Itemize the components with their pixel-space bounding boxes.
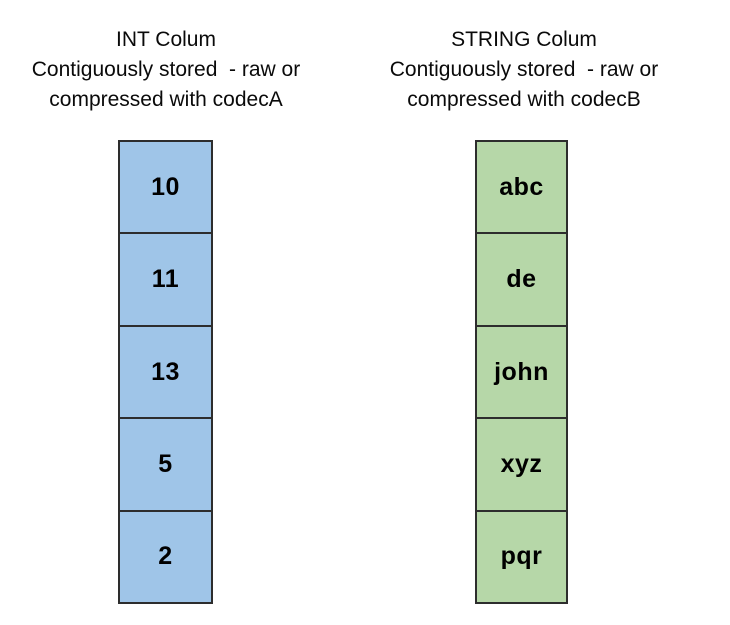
string-column-cell: pqr (475, 509, 568, 605)
string-column-cell: de (475, 232, 568, 327)
int-column-title-line2: Contiguously stored - raw or (31, 58, 301, 81)
string-column-title: STRING Colum Contiguously stored - raw o… (372, 25, 676, 115)
int-column-cell: 11 (118, 232, 213, 327)
int-column-cell: 10 (118, 140, 213, 235)
string-column-title-line3: compressed with codecB (407, 88, 641, 111)
int-column-title-line3: compressed with codecA (49, 88, 283, 111)
int-column: 10 11 13 5 2 (118, 140, 213, 605)
string-column-cell: xyz (475, 417, 568, 512)
string-column-cell: john (475, 324, 568, 420)
string-column-title-line1: STRING Colum (451, 28, 597, 51)
int-column-cell: 2 (118, 509, 213, 605)
string-column-title-line2: Contiguously stored - raw or (389, 58, 659, 81)
int-column-title-line1: INT Colum (116, 28, 216, 51)
string-column: abc de john xyz pqr (475, 140, 568, 605)
int-column-cell: 5 (118, 417, 213, 512)
string-column-cell: abc (475, 140, 568, 235)
int-column-title: INT Colum Contiguously stored - raw or c… (14, 25, 318, 115)
int-column-cell: 13 (118, 324, 213, 420)
